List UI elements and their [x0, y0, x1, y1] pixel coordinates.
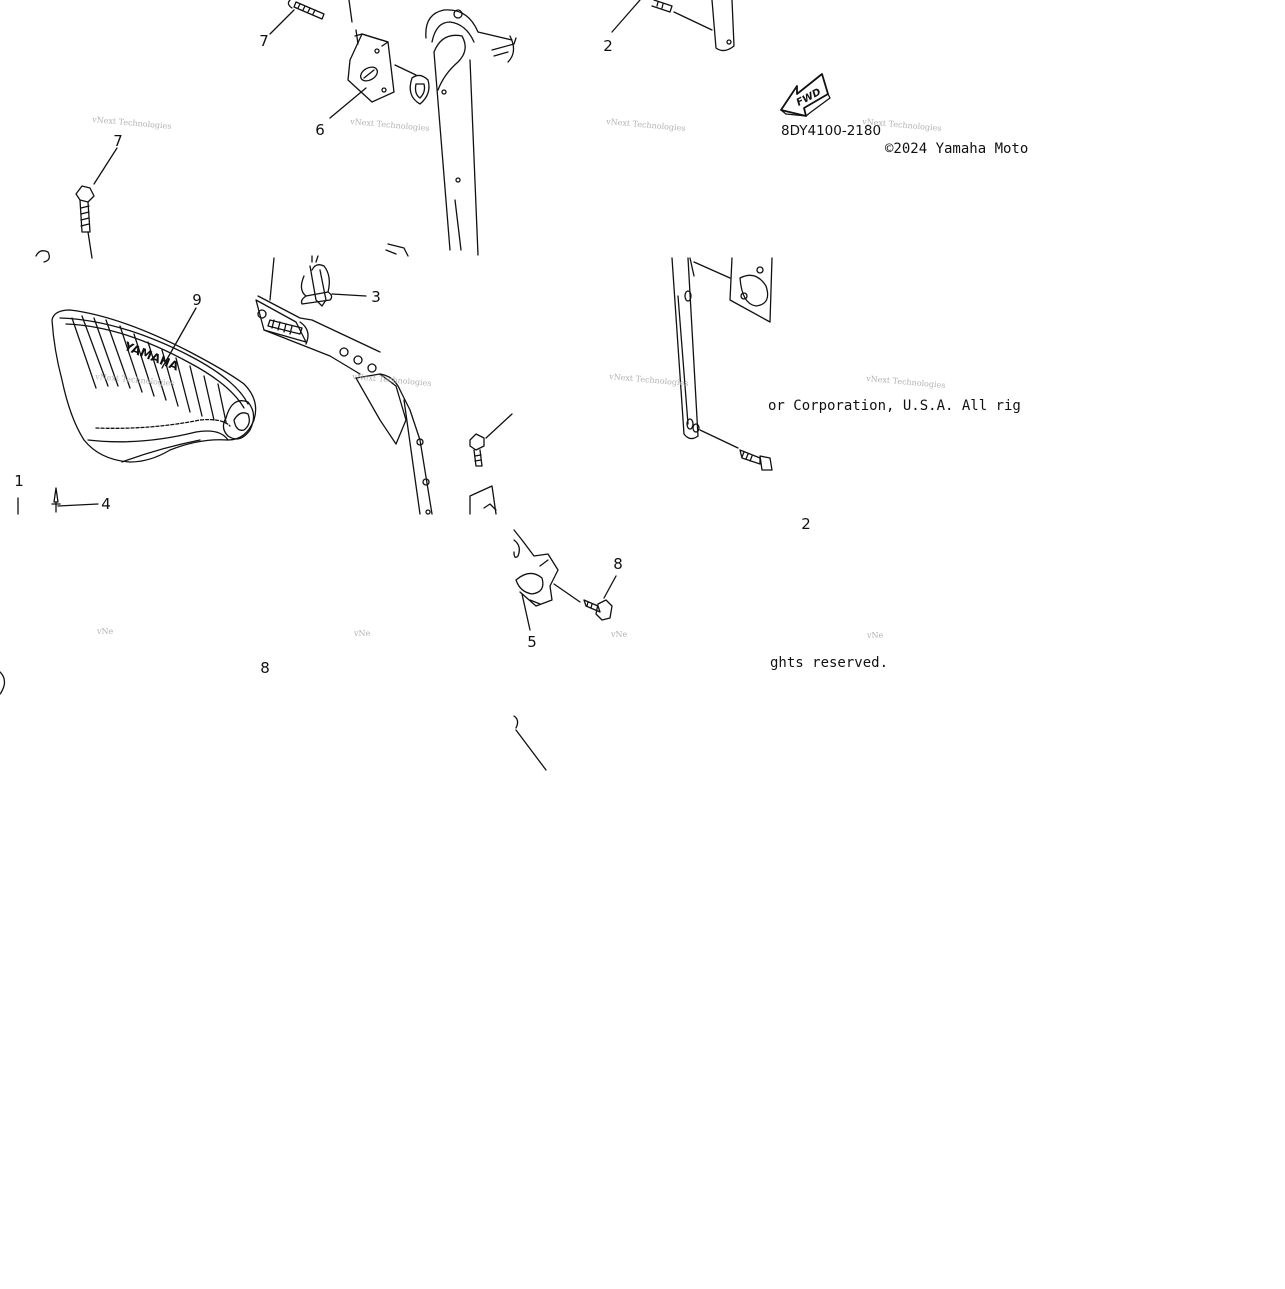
leader-3: [331, 293, 367, 297]
pin-4: [51, 487, 61, 513]
copyright-line-1: ©2024 Yamaha Moto: [885, 141, 1028, 157]
leader-bolt-right: [699, 429, 739, 449]
clip-3: [300, 255, 333, 307]
callout-7-top: 7: [259, 32, 269, 50]
bolt-mid-edge: [385, 243, 409, 257]
bolt-8: [583, 599, 613, 621]
leader-top: [348, 0, 353, 23]
watermark-2: vNext Technologies: [349, 117, 430, 133]
handle-pole-top: [425, 9, 513, 256]
callout-6: 6: [315, 121, 325, 139]
link-2-top: [673, 11, 713, 31]
leader-left: [87, 231, 93, 259]
watermark-8: vNext Technologies: [865, 374, 946, 390]
bolt-7-left: [75, 185, 95, 233]
callout-2-top: 2: [603, 37, 613, 55]
watermark-7: vNext Technologies: [608, 372, 689, 388]
bolt-right: [739, 449, 773, 471]
watermark-6: vNext Technologies: [351, 372, 432, 388]
bracket-6: [347, 33, 395, 103]
leader-bottom: [513, 715, 547, 771]
part-left-edge: [35, 250, 50, 263]
callout-3: 3: [371, 288, 381, 306]
callout-5: 5: [527, 633, 537, 651]
leader-7-top: [269, 9, 295, 35]
callout-2-right: 2: [801, 515, 811, 533]
leader-8: [603, 575, 617, 599]
seat-9: [51, 309, 257, 463]
watermark-1: vNext Technologies: [91, 115, 172, 131]
callout-1: 1: [14, 472, 24, 490]
watermark-5: vNext Technologies: [94, 372, 175, 388]
leader-bolt-mid: [485, 413, 513, 439]
tube-assembly: [255, 295, 381, 375]
plate-mid-detail: [483, 503, 497, 511]
watermark-3: vNext Technologies: [605, 117, 686, 133]
watermark-9: vNe: [96, 627, 114, 636]
part-left-bottom-edge: [0, 671, 6, 695]
pole-right: [671, 257, 700, 440]
line-mid-left: [269, 257, 275, 301]
pin-top: [491, 37, 517, 57]
watermark-10: vNe: [353, 629, 371, 638]
callout-8-mid: 8: [613, 555, 623, 573]
leader-9: [161, 307, 197, 369]
leader-7-left: [93, 147, 118, 185]
copyright-line-2: or Corporation, U.S.A. All rig: [768, 398, 1021, 414]
copyright-line-3: ghts reserved.: [770, 655, 888, 671]
plate-mid-edge: [469, 485, 497, 515]
callout-7-left: 7: [113, 132, 123, 150]
callout-8-left: 8: [260, 659, 270, 677]
part-code: 8DY4100-2180: [781, 123, 881, 139]
callout-9: 9: [192, 291, 202, 309]
leader-2-top: [611, 0, 641, 33]
pin-top-end: [507, 35, 515, 63]
plate-right: [729, 257, 773, 323]
plate-5: [513, 529, 559, 607]
bolt-7-top: [287, 0, 325, 20]
pole-right-top: [711, 0, 735, 52]
fwd-arrow-icon: [780, 73, 831, 117]
leader-6: [329, 87, 367, 119]
watermark-12: vNe: [866, 631, 884, 640]
bolt-mid: [469, 433, 485, 467]
link-plate-right: [693, 261, 731, 279]
bolt-2-top: [651, 0, 673, 13]
hook-bracket-mid: [355, 373, 433, 515]
leader-4: [57, 503, 99, 507]
link-6: [394, 64, 417, 76]
callout-4: 4: [101, 495, 111, 513]
grommet-top: [409, 74, 430, 105]
link-8: [553, 583, 581, 603]
leader-5: [521, 593, 531, 631]
watermark-11: vNe: [610, 630, 628, 639]
leader-6-up: [355, 29, 359, 45]
